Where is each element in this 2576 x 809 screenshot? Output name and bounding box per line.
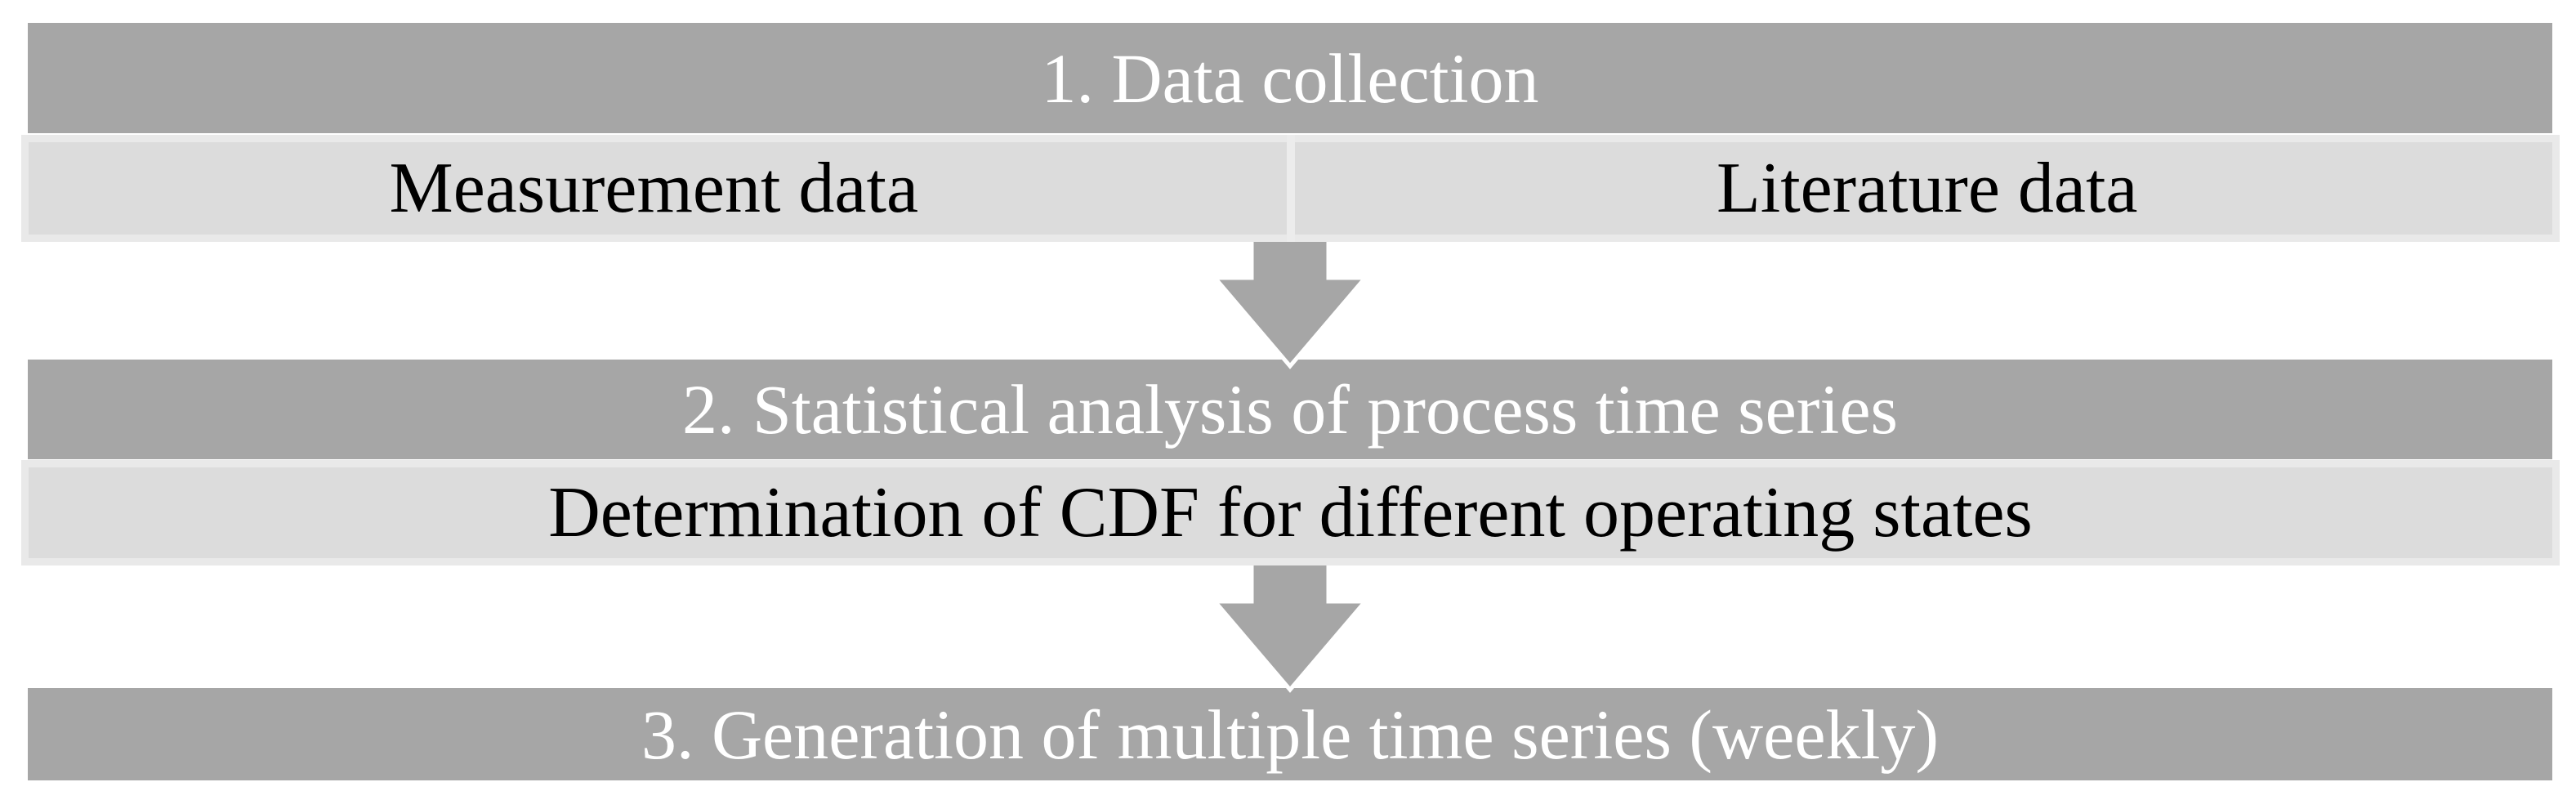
measurement-data-cell: Measurement data bbox=[21, 135, 1287, 242]
literature-data-label: Literature data bbox=[1717, 148, 2138, 228]
step1-header-bar: 1. Data collection bbox=[28, 23, 2552, 133]
cell-divider bbox=[1286, 135, 1295, 242]
cdf-determination-label: Determination of CDF for different opera… bbox=[548, 472, 2033, 552]
literature-data-cell: Literature data bbox=[1295, 135, 2560, 242]
step3-header-label: 3. Generation of multiple time series (w… bbox=[641, 695, 1940, 774]
measurement-data-label: Measurement data bbox=[389, 148, 919, 228]
step2-header-bar: 2. Statistical analysis of process time … bbox=[28, 360, 2552, 459]
down-arrow-icon bbox=[1212, 242, 1368, 369]
step3-header-bar: 3. Generation of multiple time series (w… bbox=[28, 688, 2552, 780]
down-arrow-icon bbox=[1212, 565, 1368, 693]
step1-header-label: 1. Data collection bbox=[1041, 38, 1539, 118]
step2-cells-row: Determination of CDF for different opera… bbox=[21, 460, 2560, 565]
cdf-determination-cell: Determination of CDF for different opera… bbox=[21, 460, 2560, 565]
step1-cells-row: Measurement data Literature data bbox=[21, 135, 2560, 242]
step2-header-label: 2. Statistical analysis of process time … bbox=[682, 370, 1898, 449]
